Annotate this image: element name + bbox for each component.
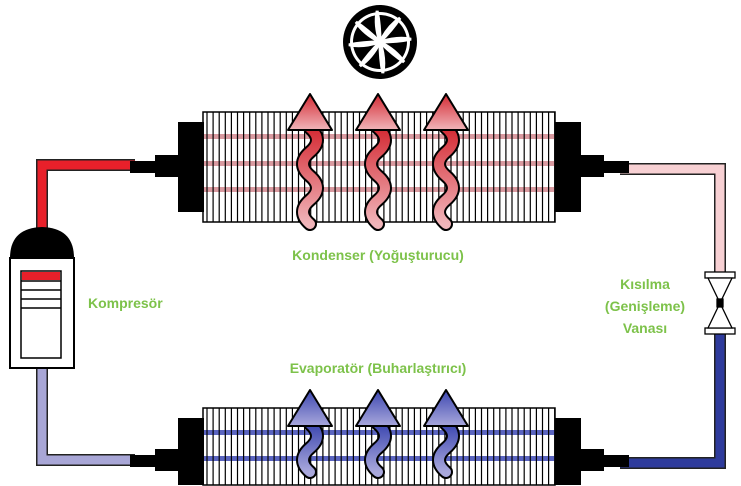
arrow-stem <box>366 419 390 477</box>
arrow-head <box>423 93 469 131</box>
pipe-fitting <box>130 455 156 467</box>
coil-header <box>555 418 581 485</box>
cool-pipe <box>36 368 135 466</box>
fan-blade <box>378 41 386 74</box>
cold-pipe <box>620 334 726 469</box>
compressor-label: Kompresör <box>88 295 163 311</box>
arrow-stem <box>298 419 322 477</box>
fan-blade <box>348 40 381 48</box>
heat-arrow-icon <box>423 93 469 231</box>
evaporator-label: Evaporatör (Buharlaştırıcı) <box>289 360 467 376</box>
pipe-fitting <box>130 161 156 173</box>
pipe-fitting <box>603 455 629 467</box>
heat-arrow-icon <box>287 93 333 231</box>
arrow-stem <box>298 123 322 229</box>
hot-pipe <box>36 159 135 232</box>
heat-arrow-icon <box>355 389 401 479</box>
cold-pipe-fill <box>620 334 725 468</box>
coil-header <box>555 122 581 212</box>
coil-connector <box>580 155 604 177</box>
fan-blade <box>374 10 382 43</box>
pipe-fitting <box>603 161 629 173</box>
coil-header <box>178 122 204 212</box>
hot-pipe-fill <box>37 160 135 232</box>
coil-connector <box>155 449 179 471</box>
coil-header <box>178 418 204 485</box>
fan-hub <box>375 37 385 47</box>
heat-arrow-icon <box>355 93 401 231</box>
valve-label-line: Kısılma <box>620 276 670 292</box>
arrow-head <box>287 93 333 131</box>
compressor-icon <box>9 227 75 369</box>
fan-blade <box>378 40 406 64</box>
coil-tube <box>203 161 555 166</box>
arrow-head <box>355 389 401 427</box>
arrow-stem <box>366 123 390 229</box>
coil-connector <box>580 449 604 471</box>
arrow-stem <box>434 419 458 477</box>
fan-blade <box>379 36 412 44</box>
expansion-valve-label: Kısılma (Genişleme) Vanası <box>595 273 695 339</box>
fan-blade <box>378 16 402 44</box>
fan-blade <box>358 40 382 68</box>
arrow-head <box>287 389 333 427</box>
condenser-label: Kondenser (Yoğuşturucu) <box>292 247 464 263</box>
expansion-valve-icon <box>704 271 736 335</box>
fan-blade <box>354 20 382 44</box>
warm-pipe-fill <box>620 164 725 274</box>
valve-label-line: (Genişleme) <box>604 298 686 314</box>
warm-pipe <box>620 163 726 274</box>
heat-arrows <box>287 93 469 479</box>
arrow-stem <box>434 123 458 229</box>
coil-connector <box>155 155 179 177</box>
arrow-head <box>423 389 469 427</box>
heat-arrow-icon <box>423 389 469 479</box>
fan-icon <box>343 5 417 79</box>
heat-arrow-icon <box>287 389 333 479</box>
arrow-head <box>355 93 401 131</box>
cool-pipe-fill <box>37 368 135 465</box>
valve-label-line: Vanası <box>622 320 668 336</box>
coil-tube <box>203 456 555 461</box>
